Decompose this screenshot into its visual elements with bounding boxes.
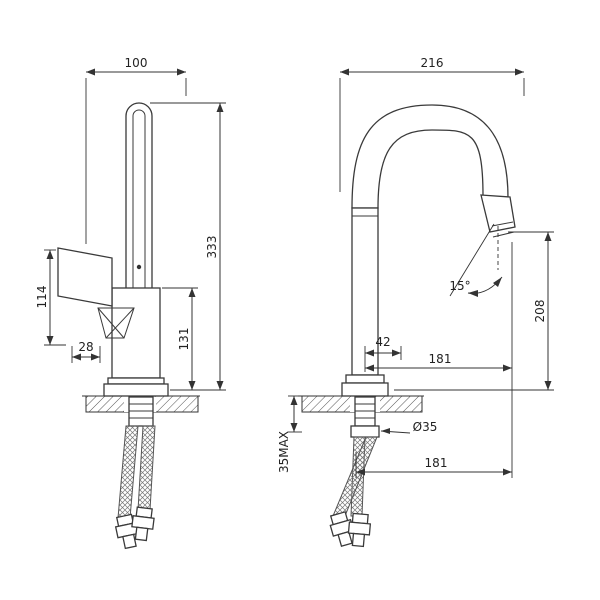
hose-connector [347,512,372,548]
dim-label-handle-height: 114 [35,286,49,309]
dim-label-reach-lower: 181 [425,456,448,470]
dim-label-shank-diameter: Ø35 [413,420,438,434]
base-flange-side [103,383,169,397]
spout-mark [136,264,142,270]
base-step-front [345,374,385,384]
dim-label-handle-offset: 28 [78,340,93,354]
angle-leader [449,223,495,297]
spout-side [125,102,153,288]
base-flange-front [341,382,389,397]
gooseneck-spout [351,104,509,209]
dim-label-reach-upper: 181 [429,352,452,366]
side-view [57,102,200,550]
dim-label-top-width-left: 100 [125,56,148,70]
handle-lever [57,247,113,307]
dim-label-base-offset: 42 [375,335,390,349]
dimensions: 100 333 131 114 28 216 [35,56,554,478]
mounting-nut [350,425,380,438]
base-step-side [107,377,165,385]
supply-hose [137,425,156,511]
supply-hose [117,425,139,519]
dim-label-spout-angle: 15° [449,279,470,293]
dim-label-outlet-height: 208 [533,300,547,323]
hose-connector [131,506,155,542]
dim-label-body-height: 131 [177,328,191,351]
front-view [298,104,516,548]
dim-label-total-height: 333 [205,236,219,259]
dim-label-deck-max: 35MAX [277,431,291,473]
dim-label-top-width-right: 216 [421,56,444,70]
